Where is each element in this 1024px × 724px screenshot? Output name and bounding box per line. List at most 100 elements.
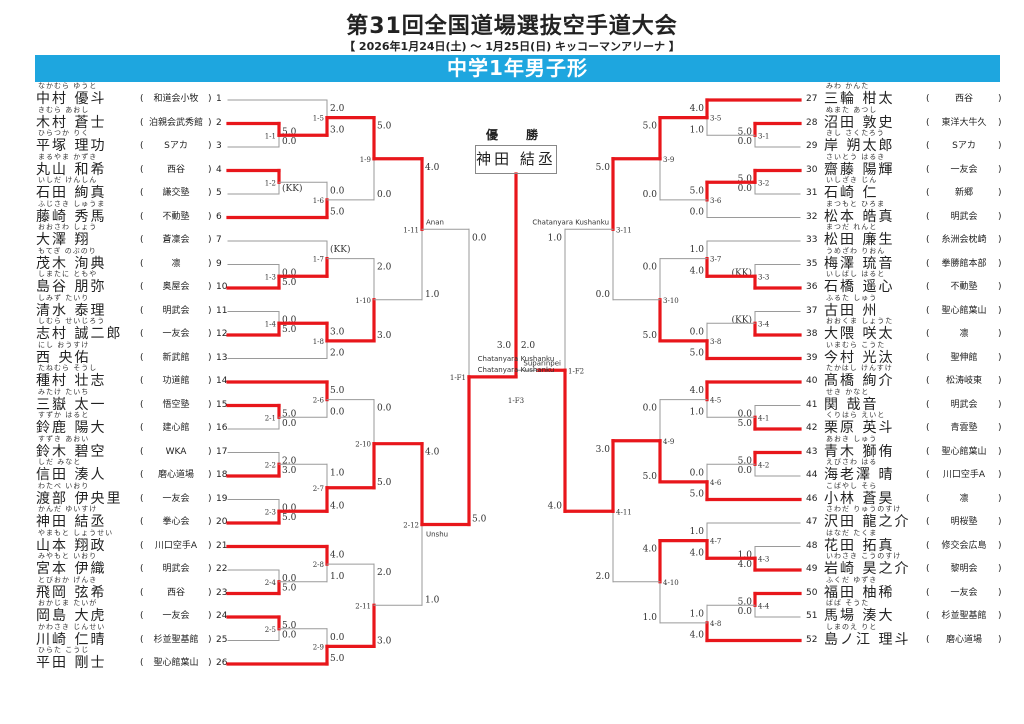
entrant-dojo: 川口空手A: [154, 540, 198, 551]
match-id: 1-5: [313, 115, 324, 123]
score: 0.0: [282, 316, 297, 326]
entrant-dojo: 杉並聖基館: [941, 611, 987, 621]
match-id: 3-11: [616, 226, 632, 234]
entrant-number: 2: [216, 117, 222, 128]
score: 3.0: [330, 125, 345, 135]
entrant-row: いしだ けんしん石田 絢真(謙交塾)5: [36, 176, 231, 202]
score: 4.0: [690, 266, 705, 276]
match-id: 4-11: [616, 508, 632, 516]
entrant-number: 24: [216, 611, 228, 621]
paren: ): [998, 188, 1002, 198]
paren: ): [208, 164, 212, 175]
paren: (: [926, 634, 930, 645]
score: 5.0: [738, 419, 753, 429]
entrant-name: 岩崎 昊之介: [824, 561, 911, 577]
match-id: 3-2: [758, 179, 769, 187]
entrant-row: やまもと しょうせい山本 翔政(川口空手A)21: [36, 529, 231, 555]
match-id: 2-12: [403, 521, 419, 529]
score: 0.0: [282, 631, 297, 641]
entrant-dojo: 東洋大牛久: [941, 117, 987, 128]
match-id: 2-6: [313, 397, 325, 405]
match-id: 2-1: [265, 414, 276, 422]
entrant-name: 飛岡 弦希: [36, 584, 107, 601]
entrant-dojo: 黎明会: [950, 564, 978, 574]
entrant-number: 51: [806, 611, 818, 621]
entrant-number: 33: [806, 235, 818, 245]
match-id: 3-10: [663, 297, 679, 305]
champion-heading: 優 勝: [485, 128, 546, 142]
entrant-furigana: いしだ けんしん: [38, 176, 98, 184]
entrant-name: 鈴鹿 陽大: [36, 420, 107, 436]
entrant-furigana: おおさわ しょう: [38, 223, 98, 231]
paren: ): [208, 564, 212, 574]
entrant-furigana: みわ かんた: [826, 82, 870, 90]
paren: (: [140, 141, 144, 151]
paren: (: [140, 423, 144, 433]
match-id: 3-3: [758, 273, 769, 281]
paren: ): [208, 611, 212, 621]
score: 1.0: [690, 125, 705, 135]
score: 4.0: [690, 631, 705, 641]
score: 0.0: [282, 574, 297, 584]
paren: (: [140, 470, 144, 480]
entrant-dojo: 一友会: [950, 587, 978, 598]
paren: (: [926, 329, 930, 339]
paren: (: [926, 611, 930, 621]
entrant-name: 花田 拓真: [824, 537, 895, 554]
entrant-furigana: きむら あおし: [38, 105, 90, 114]
entrant-name: 石田 絢真: [36, 185, 107, 201]
score: 4.0: [738, 560, 753, 570]
entrant-furigana: たねむら そうし: [38, 364, 98, 372]
paren: (: [140, 564, 144, 574]
entrant-furigana: せき かなと: [826, 387, 870, 396]
score: 0.0: [643, 404, 658, 414]
paren: (: [140, 517, 144, 527]
score: 0.0: [596, 290, 611, 300]
entrant-dojo: Sアカ: [164, 141, 188, 151]
entrant-row: ひらた こうじ平田 剛士(聖心館葉山)26: [36, 646, 231, 672]
entrant-dojo: 聖心館葉山: [941, 305, 987, 316]
score: 0.0: [282, 504, 297, 514]
entrant-name: 山本 翔政: [36, 537, 107, 554]
match-id: 4-9: [663, 438, 674, 446]
entrant-row: みやもと いおり宮本 伊織(明武会)22: [36, 552, 231, 578]
entrant-furigana: まるやま かずき: [38, 152, 98, 161]
entrant-dojo: 不動塾: [162, 211, 190, 222]
entrant-name: 鈴木 碧空: [36, 443, 107, 460]
entrant-number: 27: [806, 94, 818, 104]
score: 5.0: [282, 513, 297, 523]
score: 4.0: [425, 163, 440, 173]
paren: ): [208, 117, 212, 128]
score: 0.0: [330, 633, 345, 643]
entrant-dojo: 悟空塾: [162, 399, 190, 410]
paren: (: [140, 235, 144, 245]
entrant-number: 43: [806, 446, 818, 457]
score: 2.0: [377, 568, 392, 578]
score: 3.0: [377, 331, 392, 341]
match-id: 4-1: [758, 414, 769, 422]
entrant-name: 馬場 湊大: [824, 608, 895, 624]
entrant-dojo: 聖伸館: [950, 352, 978, 363]
entrant-row: すずき あおい鈴木 碧空(WKA)17: [36, 435, 231, 461]
match-id: 1-1: [265, 132, 276, 140]
score: 5.0: [643, 122, 658, 132]
paren: (: [140, 258, 144, 269]
score: 5.0: [377, 478, 392, 488]
final-score-right: 2.0: [521, 341, 536, 351]
score: 5.0: [690, 349, 705, 359]
score: 5.0: [282, 410, 297, 420]
score: 0.0: [643, 190, 658, 200]
score: 3.0: [377, 636, 392, 646]
paren: (: [140, 352, 144, 363]
entrant-row: とびおか げんき飛岡 弦希(西谷)23: [36, 576, 231, 602]
score: 4.0: [643, 545, 658, 555]
score: 0.0: [282, 269, 297, 279]
entrant-dojo: 凛: [171, 258, 181, 269]
entrant-name: 髙橋 絢介: [824, 373, 895, 389]
score: 2.0: [596, 572, 611, 582]
entrant-name: 木村 蒼士: [36, 114, 107, 131]
